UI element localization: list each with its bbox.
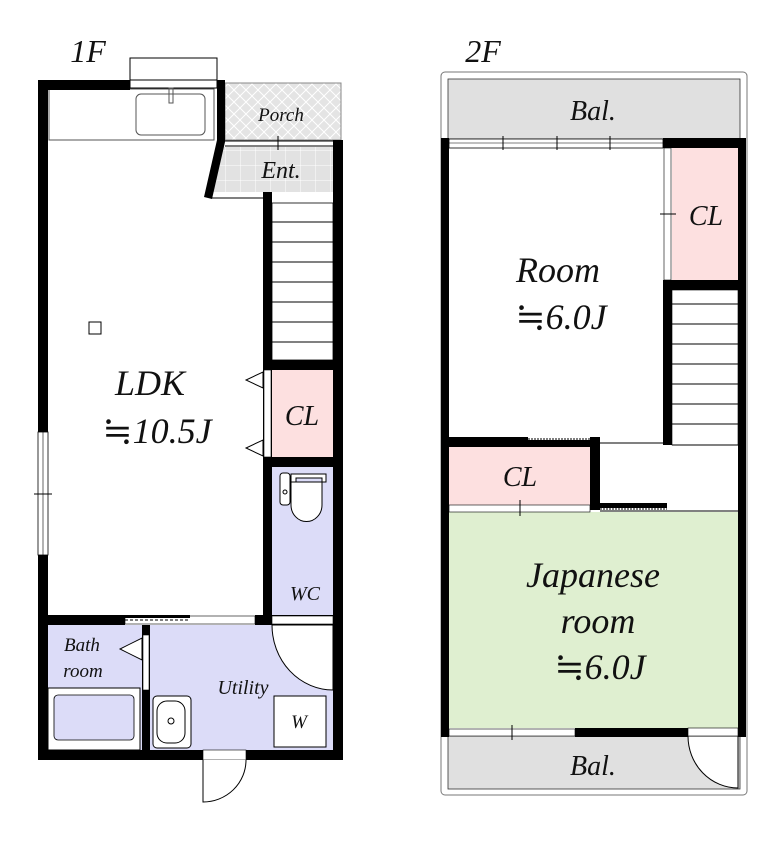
floor-title-1f: 1F	[70, 33, 106, 69]
outlet-marker	[88, 321, 102, 335]
room-size: ≒6.0J	[515, 297, 608, 337]
washer-label: W	[291, 712, 309, 733]
entrance-area	[208, 147, 333, 192]
kitchen-sink	[135, 93, 206, 136]
balcony-door-icon[interactable]	[687, 735, 739, 789]
exterior-door-icon[interactable]	[202, 759, 247, 803]
closet-label-2f-lower: CL	[503, 462, 537, 493]
bath-door-icon	[118, 637, 143, 661]
japanese-room-size: ≒6.0J	[554, 647, 647, 687]
floor-2f: 2F	[440, 33, 748, 796]
closet-2f-upper	[672, 148, 738, 280]
floor-1f: 1F	[34, 33, 343, 803]
kitchen-window	[129, 79, 218, 89]
door-swing-icon	[271, 624, 334, 691]
closet-2f-lower	[449, 447, 590, 505]
closet-door-icon	[244, 371, 264, 389]
porch-area	[224, 82, 342, 141]
japanese-room-label-line1: Japanese	[526, 555, 660, 595]
closet-1f	[272, 370, 333, 457]
ldk-label: LDK	[114, 363, 187, 403]
staircase-2f	[671, 289, 739, 446]
balcony-top-label: Bal.	[570, 96, 616, 127]
closet-label-2f-upper: CL	[689, 201, 723, 232]
floor-title-2f: 2F	[465, 33, 501, 69]
bath-label-line1: Bath	[64, 635, 100, 656]
utility-label: Utility	[217, 677, 268, 699]
bath-label-line2: room	[63, 661, 102, 682]
faucet-icon	[168, 87, 174, 104]
closet-label-1f: CL	[285, 401, 319, 432]
wall	[38, 80, 48, 760]
entrance-label: Ent.	[260, 158, 300, 184]
staircase-1f	[271, 202, 334, 361]
washer-space	[273, 695, 327, 748]
window-box	[129, 57, 218, 81]
wc-label: WC	[290, 583, 321, 605]
porch-label: Porch	[257, 105, 304, 126]
washbasin-icon	[152, 695, 192, 749]
japanese-room-label-line2: room	[561, 601, 636, 641]
japanese-room	[449, 512, 738, 728]
balcony-bottom-label: Bal.	[570, 751, 616, 782]
balcony-top	[447, 78, 741, 140]
kitchen-counter	[48, 88, 215, 141]
room-western	[449, 148, 663, 437]
window-room	[448, 138, 664, 149]
toilet-icon	[279, 472, 327, 523]
closet-door-icon	[244, 439, 264, 457]
ldk-size: ≒10.5J	[102, 411, 213, 451]
room-label: Room	[515, 250, 600, 290]
